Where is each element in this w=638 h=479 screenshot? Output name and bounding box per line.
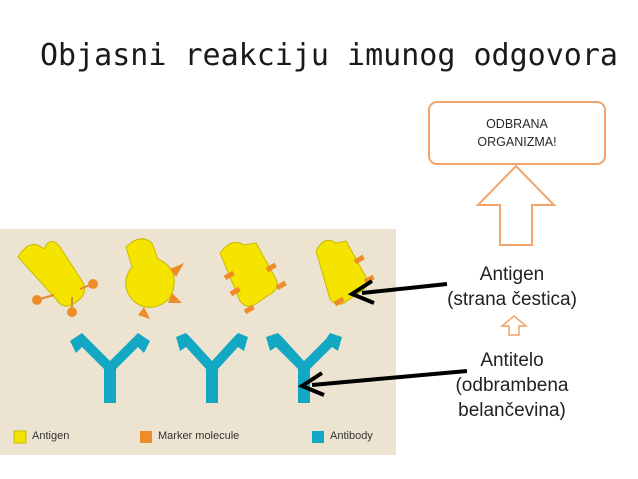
antigen-shape-1 bbox=[17, 241, 98, 317]
legend-swatch-marker bbox=[140, 431, 152, 443]
outcome-box: ODBRANA ORGANIZMA! bbox=[428, 101, 606, 165]
legend-label-antibody: Antibody bbox=[330, 430, 373, 442]
slide-title: Objasni reakciju imunog odgovora bbox=[40, 38, 618, 73]
antibody-shape-2 bbox=[176, 333, 248, 403]
immune-illustration: Antigen Marker molecule Antibody bbox=[0, 229, 396, 455]
large-up-arrow bbox=[475, 164, 557, 246]
small-up-arrow bbox=[499, 315, 529, 336]
legend-swatch-antibody bbox=[312, 431, 324, 443]
legend-label-marker: Marker molecule bbox=[158, 430, 240, 442]
antigen-shape-2 bbox=[125, 238, 184, 319]
antigen-shape-4 bbox=[315, 239, 375, 307]
antibody-shape-3 bbox=[266, 333, 342, 403]
outcome-text: ODBRANA ORGANIZMA! bbox=[477, 117, 557, 149]
legend-swatch-antigen bbox=[13, 430, 27, 444]
legend-label-antigen: Antigen bbox=[32, 430, 70, 442]
antibody-label: Antitelo (odbrambena belančevina) bbox=[455, 350, 569, 421]
antibody-shape-1 bbox=[70, 333, 150, 403]
antigen-shape-3 bbox=[219, 241, 287, 315]
antigen-label: Antigen (strana čestica) bbox=[447, 264, 577, 310]
